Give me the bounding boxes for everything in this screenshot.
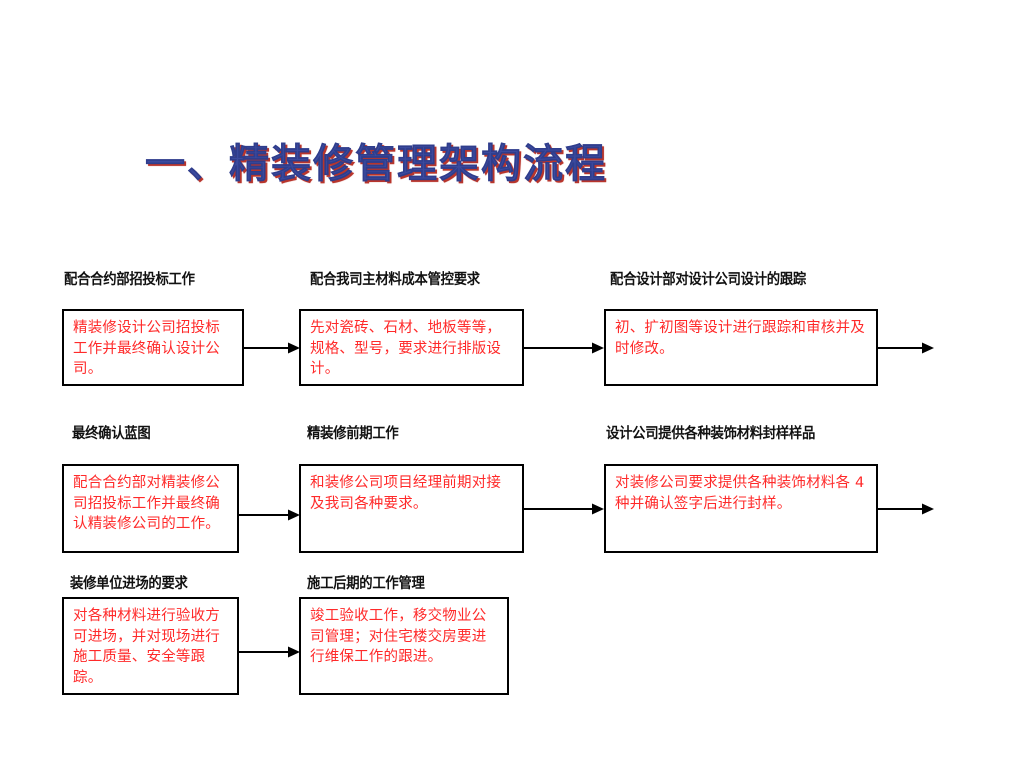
flow-node-text-r2c2: 和装修公司项目经理前期对接及我司各种要求。 — [310, 475, 502, 512]
flow-node-text-r2c1: 配合合约部对精装修公司招投标工作并最终确认精装修公司的工作。 — [73, 475, 220, 533]
flow-node-r3c1[interactable]: 对各种材料进行验收方可进场，并对现场进行施工质量、安全等跟踪。 — [62, 597, 239, 695]
flow-node-r2c2[interactable]: 和装修公司项目经理前期对接及我司各种要求。 — [299, 464, 524, 553]
arrow-r2c3-to-offslide — [878, 503, 934, 515]
flow-node-r1c2[interactable]: 先对瓷砖、石材、地板等等，规格、型号，要求进行排版设计。 — [299, 309, 524, 386]
node-label-r2c3: 设计公司提供各种装饰材料封样样品 — [606, 426, 816, 442]
arrow-r2c1-to-r2c2 — [239, 509, 300, 521]
flow-node-r1c1[interactable]: 精装修设计公司招投标工作并最终确认设计公司。 — [62, 309, 244, 386]
flow-node-text-r1c1: 精装修设计公司招投标工作并最终确认设计公司。 — [73, 320, 220, 378]
flow-node-r1c3[interactable]: 初、扩初图等设计进行跟踪和审核并及时修改。 — [604, 309, 878, 386]
page-title: 一、精装修管理架构流程 — [145, 141, 607, 187]
flow-node-text-r2c3: 对装修公司要求提供各种装饰材料各 4 种并确认签字后进行封样。 — [615, 475, 865, 512]
arrow-r2c2-to-r2c3 — [524, 503, 604, 515]
arrow-r1c2-to-r1c3 — [524, 342, 604, 354]
node-label-r1c1: 配合合约部招投标工作 — [64, 272, 195, 288]
arrow-r1c1-to-r1c2 — [244, 342, 300, 354]
flow-node-text-r3c2: 竣工验收工作，移交物业公司管理；对住宅楼交房要进行维保工作的跟进。 — [310, 608, 487, 666]
arrow-r3c1-to-r3c2 — [239, 646, 300, 658]
node-label-r2c1: 最终确认蓝图 — [72, 426, 151, 442]
node-label-r3c2: 施工后期的工作管理 — [307, 576, 425, 592]
flow-node-text-r1c3: 初、扩初图等设计进行跟踪和审核并及时修改。 — [615, 320, 865, 357]
flow-node-text-r1c2: 先对瓷砖、石材、地板等等，规格、型号，要求进行排版设计。 — [310, 320, 502, 378]
node-label-r1c2: 配合我司主材料成本管控要求 — [310, 272, 480, 288]
flow-node-r2c3[interactable]: 对装修公司要求提供各种装饰材料各 4 种并确认签字后进行封样。 — [604, 464, 878, 553]
flow-node-r2c1[interactable]: 配合合约部对精装修公司招投标工作并最终确认精装修公司的工作。 — [62, 464, 239, 553]
arrow-r1c3-to-offslide — [878, 342, 934, 354]
node-label-r1c3: 配合设计部对设计公司设计的跟踪 — [610, 272, 806, 288]
flow-node-text-r3c1: 对各种材料进行验收方可进场，并对现场进行施工质量、安全等跟踪。 — [73, 608, 220, 686]
flow-node-r3c2[interactable]: 竣工验收工作，移交物业公司管理；对住宅楼交房要进行维保工作的跟进。 — [299, 597, 509, 695]
node-label-r2c2: 精装修前期工作 — [307, 426, 399, 442]
node-label-r3c1: 装修单位进场的要求 — [70, 576, 188, 592]
